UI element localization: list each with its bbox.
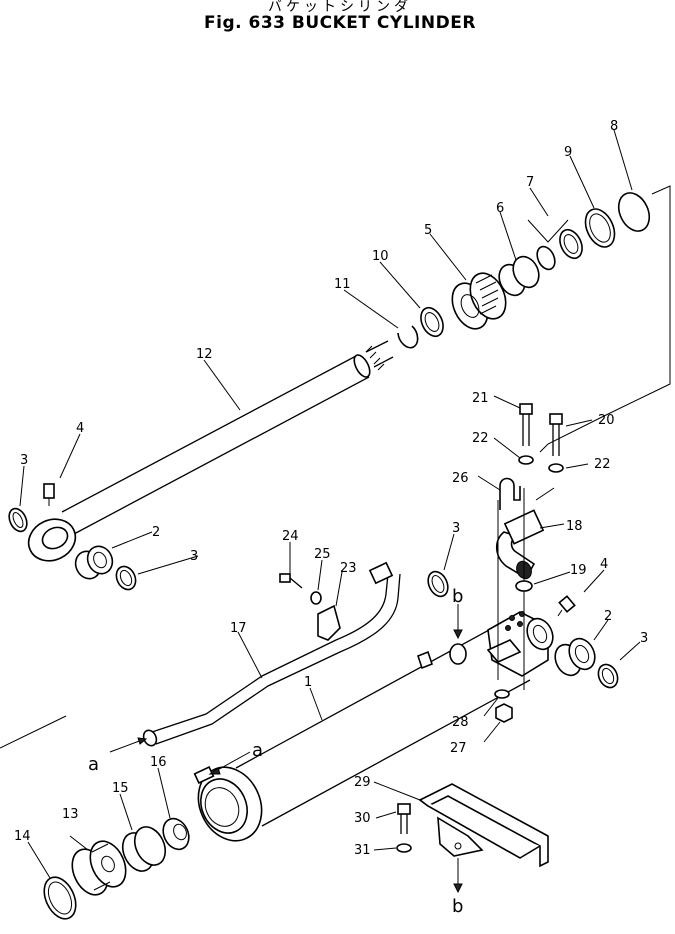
piston-ring-14 (43, 876, 77, 920)
guide-line-left (0, 715, 67, 749)
callout-24: 24 (282, 529, 299, 544)
callout-7: 7 (526, 175, 534, 190)
callout-3-top-left: 3 (20, 453, 28, 468)
callout-25: 25 (314, 547, 331, 562)
cylinder-head (451, 272, 507, 330)
bolt-21 (519, 403, 533, 446)
callout-28: 28 (452, 715, 469, 730)
callout-19: 19 (570, 563, 587, 578)
guard-plate (418, 783, 549, 868)
callout-29: 29 (354, 775, 371, 790)
figure-title: Fig. 633 BUCKET CYLINDER (204, 13, 476, 33)
backup-ring-9 (584, 208, 616, 248)
tube-boss-small (417, 650, 433, 670)
snap-ring (397, 325, 419, 349)
callout-4-lower: 4 (600, 557, 608, 572)
figure-title-japanese: バケットシリンダ (268, 0, 412, 15)
bushing-rod-end (74, 545, 114, 580)
callout-16: 16 (150, 755, 167, 770)
callout-10: 10 (372, 249, 389, 264)
callout-12: 12 (196, 347, 213, 362)
callout-26: 26 (452, 471, 469, 486)
nut-27 (495, 703, 513, 723)
dust-seal-left (8, 507, 28, 533)
wear-ring-15 (121, 826, 167, 872)
callout-20: 20 (598, 413, 615, 428)
connector-arrows (109, 604, 463, 894)
callout-2-upper: 2 (152, 525, 160, 540)
callout-21: 21 (472, 391, 489, 406)
callout-27: 27 (450, 741, 467, 756)
washer-22b (548, 463, 564, 473)
callout-15: 15 (112, 781, 129, 796)
callout-2-lower: 2 (604, 609, 612, 624)
callout-3-rod: 3 (190, 549, 198, 564)
packing-7a (536, 245, 556, 271)
callout-11: 11 (334, 277, 351, 292)
o-ring-19 (515, 580, 533, 592)
callout-4-upper: 4 (76, 421, 84, 436)
callout-31: 31 (354, 843, 371, 858)
connector-b-lower: b (452, 896, 463, 917)
connector-a-right: a (252, 740, 263, 761)
callout-3-bottom: 3 (640, 631, 648, 646)
callout-23: 23 (340, 561, 357, 576)
bolt-30 (397, 803, 411, 834)
tube-boss (449, 643, 467, 665)
elbow-fitting (495, 509, 545, 580)
nut-16 (162, 817, 190, 851)
pipe-clamp (317, 604, 341, 641)
dust-seal-mid (427, 570, 449, 598)
callout-6: 6 (496, 201, 504, 216)
washer-28 (494, 689, 510, 699)
dust-seal-bottom (597, 663, 619, 689)
leader-lines (19, 129, 641, 879)
callout-30: 30 (354, 811, 371, 826)
callout-8: 8 (610, 119, 618, 134)
connector-b-upper: b (452, 586, 463, 607)
callout-labels: 1 2 2 3 3 3 3 4 4 5 6 7 8 9 10 11 12 13 … (14, 119, 648, 917)
pipe (142, 561, 401, 747)
cylinder-tube (193, 623, 531, 842)
grease-fitting-upper (43, 483, 55, 506)
callout-17: 17 (230, 621, 247, 636)
callout-22-right: 22 (594, 457, 611, 472)
piston-13 (71, 840, 127, 896)
washer-22a (518, 455, 534, 465)
callout-13: 13 (62, 807, 79, 822)
piston-rod (27, 340, 394, 562)
bolt-20 (549, 413, 563, 456)
callout-18: 18 (566, 519, 583, 534)
callout-22-left: 22 (472, 431, 489, 446)
washer-25 (310, 591, 322, 605)
u-clamp (499, 477, 521, 510)
bushing-6 (498, 255, 540, 297)
callout-1: 1 (304, 675, 312, 690)
bushing-bottom-end (554, 637, 596, 677)
washer-31 (396, 843, 412, 853)
callout-14: 14 (14, 829, 31, 844)
dust-seal-rod-end (115, 565, 137, 591)
callout-5: 5 (424, 223, 432, 238)
cylinder-bottom-clevis (486, 611, 554, 677)
callout-9: 9 (564, 145, 572, 160)
o-ring-8 (617, 192, 651, 232)
callout-3-mid: 3 (452, 521, 460, 536)
packing-10 (420, 306, 444, 338)
packing-7b (559, 228, 583, 260)
assembly-guide-line (539, 185, 671, 453)
bolt-24 (279, 573, 303, 589)
connector-a-left: a (88, 754, 99, 775)
grease-fitting-lower (557, 595, 576, 617)
